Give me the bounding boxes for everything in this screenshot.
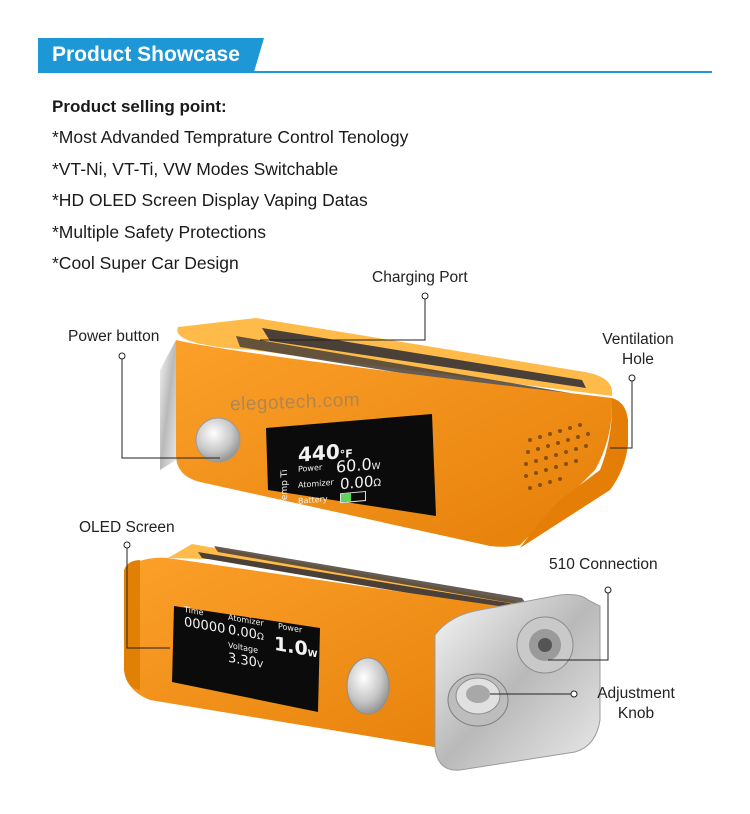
callout-adjustment-line1: Adjustment	[597, 685, 675, 702]
adjustment-knob[interactable]	[447, 673, 509, 727]
callout-ventilation-line2: Hole	[622, 351, 654, 368]
battery-level	[341, 493, 351, 503]
screen-voltage-unit: V	[256, 659, 264, 671]
screen-power-label: Power	[278, 621, 303, 635]
callout-ventilation-line1: Ventilation	[602, 331, 674, 348]
selling-point-item: *HD OLED Screen Display Vaping Datas	[52, 190, 368, 210]
screen-battery-label: Battery	[298, 494, 328, 506]
callout-adjustment-line2: Knob	[617, 705, 655, 722]
screen-atomizer-unit: Ω	[373, 477, 382, 490]
selling-points-title: Product selling point:	[52, 97, 227, 116]
device-top	[160, 318, 628, 548]
callout-charging-port: Charging Port	[372, 269, 468, 286]
callout-510-connection: 510 Connection	[549, 556, 658, 573]
callout-adjustment-knob: Adjustment Knob	[590, 684, 682, 724]
selling-point-item: *Most Advanded Temprature Control Tenolo…	[52, 127, 409, 147]
screen-mode: Temp Ti	[280, 469, 290, 505]
screen-power-unit: W	[307, 648, 318, 661]
selling-point-item: *Multiple Safety Protections	[52, 221, 266, 242]
header-divider	[38, 71, 712, 73]
screen-atomizer-readout: 0.00Ω	[340, 472, 382, 494]
screen-atomizer-value: 0.00	[340, 472, 374, 494]
screen-atomizer-unit: Ω	[256, 631, 264, 643]
screen-atomizer-label: Atomizer	[298, 477, 334, 490]
section-title: Product Showcase	[38, 38, 264, 72]
ventilation-holes	[524, 423, 590, 490]
screen-power-readout: 1.0W	[274, 633, 318, 663]
selling-points: Product selling point: *Most Advanded Te…	[52, 92, 408, 280]
selling-point-item: *VT-Ni, VT-Ti, VW Modes Switchable	[52, 158, 339, 179]
battery-icon	[340, 490, 366, 504]
callout-ventilation-hole: Ventilation Hole	[596, 330, 680, 370]
selling-point-item: *Cool Super Car Design	[52, 253, 239, 273]
callout-power-button: Power button	[68, 328, 160, 345]
power-button-bottom[interactable]	[346, 657, 390, 715]
power-button[interactable]	[195, 417, 241, 463]
screen-power-label: Power	[298, 462, 323, 474]
callout-oled-screen: OLED Screen	[79, 519, 175, 536]
section-header: Product Showcase	[38, 38, 712, 74]
screen-time-value: 00000	[184, 614, 226, 638]
watermark: elegotech.com	[229, 389, 361, 416]
screen-top-content: Temp Ti 440°F Power 60.0W Atomizer 0.00Ω…	[280, 432, 428, 513]
screen-power-value: 1.0	[274, 632, 308, 661]
